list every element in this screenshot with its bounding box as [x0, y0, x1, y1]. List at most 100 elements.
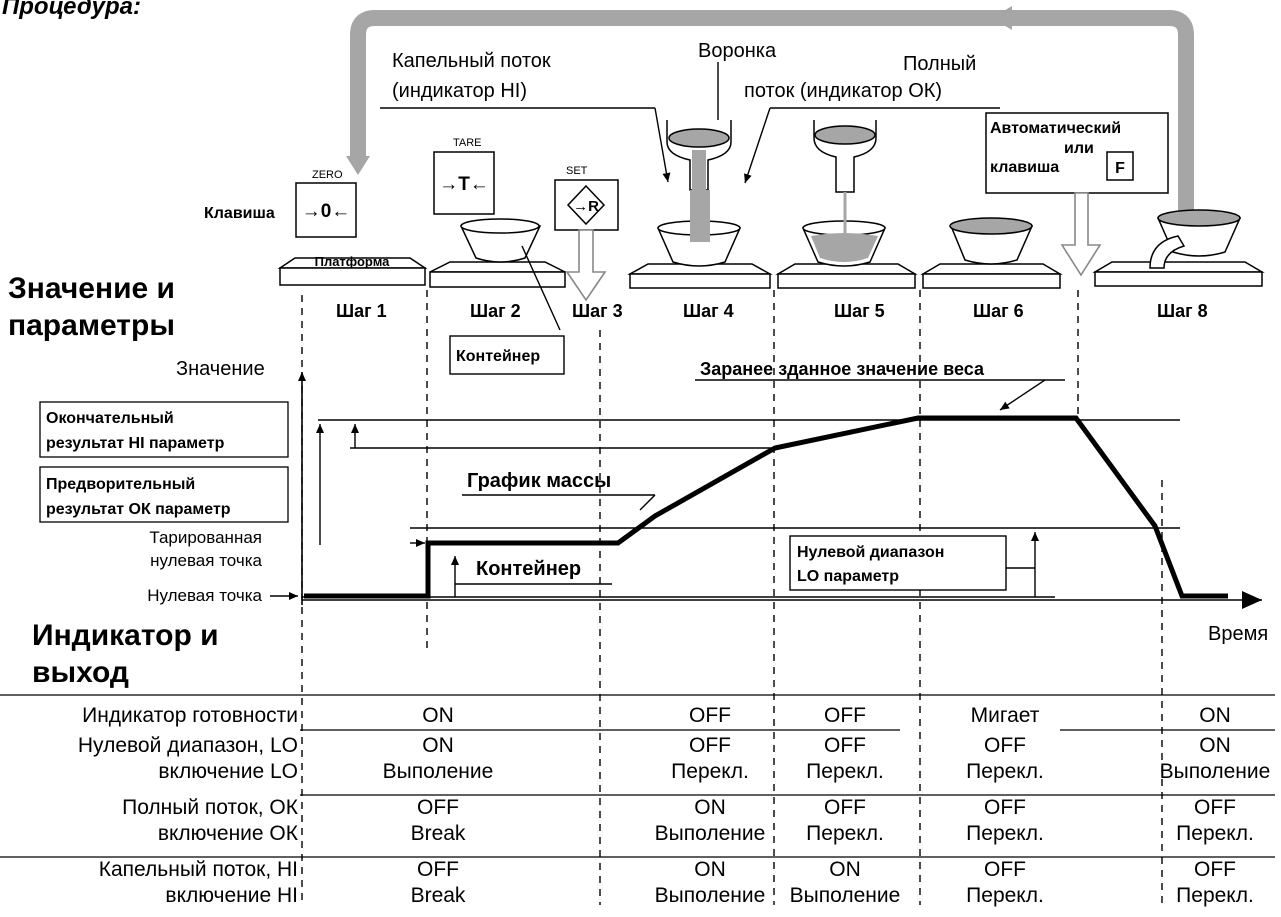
platform-label: Платформа [315, 254, 391, 269]
y-axis-label: Значение [176, 358, 265, 380]
key-label: Клавиша [204, 205, 275, 222]
table-cell-action: Break [411, 822, 466, 845]
zero-range-text-2: LO параметр [797, 568, 899, 585]
table-cell-state: OFF [824, 734, 866, 757]
table-cell-state: OFF [417, 796, 459, 819]
section-values-title-2: параметры [8, 309, 175, 342]
mass-curve [304, 415, 1228, 599]
table-row-label: Индикатор готовности [82, 704, 298, 727]
table-cell-state: OFF [1194, 858, 1236, 881]
table-cell-action: Выполение [1160, 760, 1271, 783]
table-cell-state: OFF [984, 734, 1026, 757]
table-cell-action: Перекл. [806, 760, 884, 783]
table-cell-state: OFF [984, 796, 1026, 819]
table-cell-action: Выполение [790, 884, 901, 907]
table-cell-action: Перекл. [966, 822, 1044, 845]
svg-text:Шаг 2: Шаг 2 [470, 301, 521, 321]
table-row-label: Полный поток, ОК [122, 796, 299, 819]
x-axis-label: Время [1208, 623, 1268, 645]
table-cell-state: OFF [689, 704, 731, 727]
final-hi-box [39, 401, 289, 458]
table-cell-state: OFF [824, 704, 866, 727]
table-cell-state: OFF [1194, 796, 1236, 819]
svg-text:Автоматический: Автоматический [990, 120, 1121, 137]
container-callout-text: Контейнер [456, 348, 540, 365]
table-cell-action: Перекл. [966, 884, 1044, 907]
table-row-label: Капельный поток, HI [99, 858, 298, 881]
svg-text:ZERO: ZERO [312, 169, 343, 181]
section-values-title: Значение и [8, 272, 175, 305]
auto-or-key-box: Автоматический или клавиша F [985, 112, 1169, 277]
table-cell-action: Выполение [383, 760, 494, 783]
table-cell-state: ON [1199, 704, 1231, 727]
svg-text:Шаг 1: Шаг 1 [336, 301, 387, 321]
funnel-label: Воронка [698, 40, 777, 62]
drip-flow-label-2: (индикатор HI) [392, 80, 527, 102]
graph-axes [298, 372, 1262, 609]
table-cell-action: Перекл. [1176, 822, 1254, 845]
tared-zero-label: Тарированная [149, 528, 262, 547]
svg-text:Шаг 6: Шаг 6 [973, 301, 1024, 321]
final-hi-text-2: результат HI параметр [46, 435, 225, 452]
svg-text:SET: SET [566, 165, 588, 177]
zero-range-text: Нулевой диапазон [797, 544, 944, 561]
scale-platforms [277, 257, 1265, 289]
funnels [666, 120, 877, 242]
table-row-label-2: включение ОК [158, 822, 299, 845]
container-callout [449, 335, 565, 375]
tare-key: TARE →T← [433, 137, 495, 215]
svg-text:Шаг 4: Шаг 4 [683, 301, 734, 321]
section-indicator-title: Индикатор и [32, 619, 219, 652]
zero-key: ZERO →0← [295, 169, 357, 238]
svg-text:TARE: TARE [453, 137, 482, 149]
table-cell-state: OFF [689, 734, 731, 757]
prelim-ok-text-2: результат ОК параметр [46, 501, 231, 518]
full-flow-label-2: поток (индикатор ОК) [744, 80, 942, 102]
preset-weight-label: Заранее зданное значение веса [700, 359, 985, 379]
table-cell-action: Перекл. [1176, 884, 1254, 907]
svg-text:Шаг 8: Шаг 8 [1157, 301, 1208, 321]
table-cell-action: Выполение [655, 884, 766, 907]
svg-text:→R: →R [573, 198, 599, 215]
section-indicator-title-2: выход [32, 656, 129, 689]
table-cell-state: ON [1199, 734, 1231, 757]
step-labels: Шаг 1 Шаг 2 Шаг 3 Шаг 4 Шаг 5 Шаг 6 Шаг … [336, 301, 1208, 321]
mass-curve-label: График массы [467, 470, 611, 492]
procedure-heading: Процедура: [2, 0, 141, 20]
final-hi-text: Окончательный [46, 410, 174, 427]
table-cell-action: Перекл. [806, 822, 884, 845]
svg-text:клавиша: клавиша [990, 159, 1059, 176]
tared-zero-label-2: нулевая точка [150, 551, 262, 570]
return-arrow [346, 6, 1194, 212]
prelim-ok-text: Предворительный [46, 476, 195, 493]
zero-range-box [789, 535, 1007, 591]
table-cell-action: Break [411, 884, 466, 907]
table-row-label: Нулевой диапазон, LO [78, 734, 298, 757]
table-cell-state: ON [422, 704, 454, 727]
svg-text:→T←: →T← [439, 174, 489, 195]
drip-flow-label: Капельный поток [392, 50, 551, 72]
svg-text:Шаг 3: Шаг 3 [572, 301, 623, 321]
table-cell-state: OFF [824, 796, 866, 819]
svg-text:F: F [1115, 160, 1125, 177]
container-graph-label: Контейнер [476, 558, 581, 580]
table-cell-state: OFF [417, 858, 459, 881]
table-cell-state: ON [694, 858, 726, 881]
table-cell-action: Перекл. [671, 760, 749, 783]
prelim-ok-box [39, 466, 289, 523]
table-cell-state: ON [829, 858, 861, 881]
svg-text:→0←: →0← [302, 201, 351, 222]
table-row-label-2: включение HI [165, 884, 298, 907]
table-cell-state: Мигает [971, 704, 1040, 727]
zero-point-label: Нулевая точка [147, 586, 262, 605]
table-lines [0, 694, 1275, 858]
table-cell-state: OFF [984, 858, 1026, 881]
table-cell-state: ON [422, 734, 454, 757]
svg-text:или: или [1064, 140, 1094, 157]
table-cell-action: Выполение [655, 822, 766, 845]
table-cell-state: ON [694, 796, 726, 819]
svg-text:Шаг 5: Шаг 5 [834, 301, 885, 321]
reference-lines [270, 419, 1180, 600]
